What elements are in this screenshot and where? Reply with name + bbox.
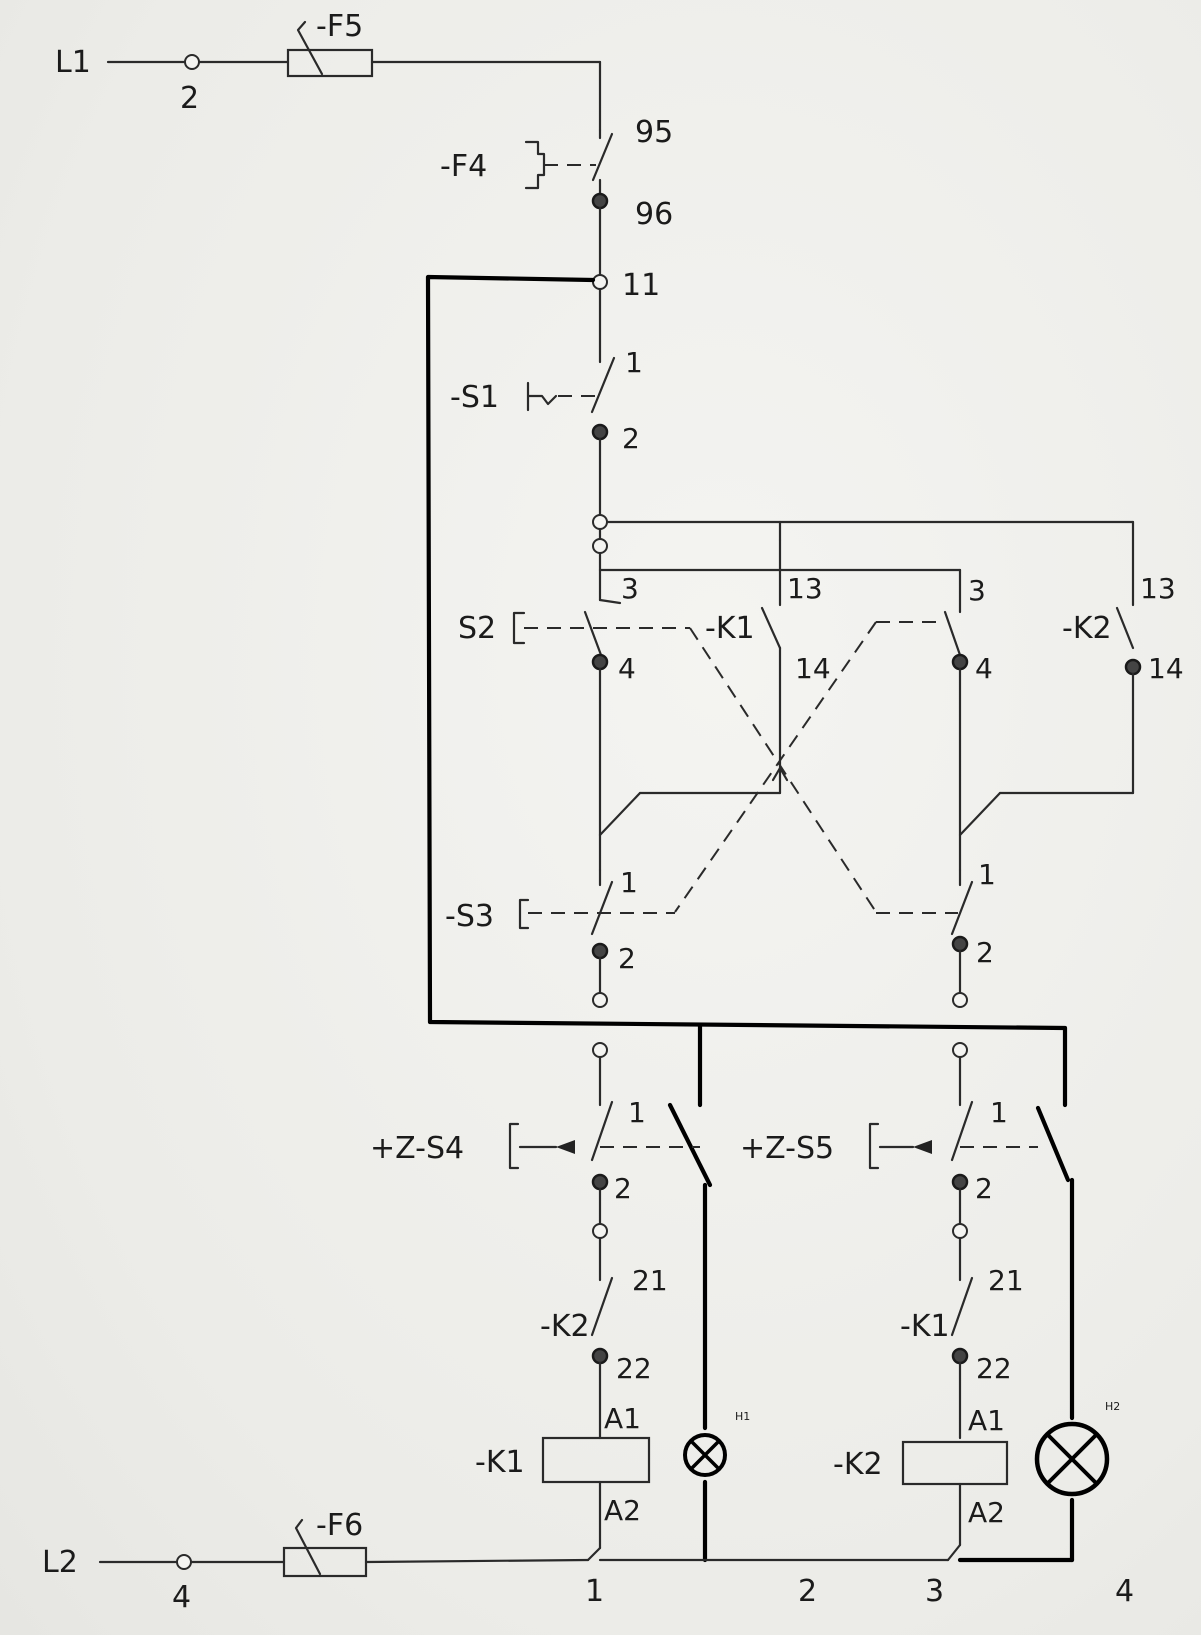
l2-return-line bbox=[98, 1518, 950, 1578]
l1-terminal-label: 2 bbox=[180, 81, 199, 116]
terminal-s3b-2: 2 bbox=[976, 936, 994, 969]
k1-holding-label: -K1 bbox=[705, 611, 755, 646]
limit-s5-label: +Z-S5 bbox=[740, 1131, 834, 1166]
terminal-s4-2: 2 bbox=[614, 1172, 632, 1205]
k2-coil-label: -K2 bbox=[833, 1447, 883, 1482]
terminal-95: 95 bbox=[635, 115, 673, 150]
l1-supply-line bbox=[106, 54, 290, 70]
bottom-terminal-1: 1 bbox=[585, 1574, 604, 1609]
l2-terminal-label: 4 bbox=[172, 1580, 191, 1615]
k2-interlock-label: -K2 bbox=[540, 1309, 590, 1344]
indicator-lamp-h1 bbox=[683, 1433, 727, 1477]
l1-label: L1 bbox=[55, 45, 91, 80]
k1-interlock-label: -K1 bbox=[900, 1309, 950, 1344]
terminal-s1-2: 2 bbox=[622, 422, 640, 455]
fuse-f6-label: -F6 bbox=[316, 1508, 363, 1543]
k2-coil bbox=[901, 1440, 1009, 1562]
node-11 bbox=[592, 274, 608, 290]
terminal-s5-2: 2 bbox=[975, 1172, 993, 1205]
k1-coil-label: -K1 bbox=[475, 1445, 525, 1480]
lamp-h1-label: H1 bbox=[735, 1410, 750, 1423]
overload-f4-label: -F4 bbox=[440, 149, 487, 184]
terminal-k1-21: 21 bbox=[988, 1264, 1024, 1297]
bottom-terminal-2: 2 bbox=[798, 1574, 817, 1609]
k2-holding-contact bbox=[958, 606, 1142, 837]
control-supply-bus bbox=[592, 514, 1135, 614]
limit-switch-s5 bbox=[868, 1042, 1038, 1239]
terminal-s2-4: 4 bbox=[618, 652, 636, 685]
terminal-s4-1: 1 bbox=[628, 1096, 646, 1129]
terminal-k2-21: 21 bbox=[632, 1264, 668, 1297]
bottom-terminal-3: 3 bbox=[925, 1574, 944, 1609]
fuse-f5 bbox=[286, 20, 602, 132]
terminal-k2-a2: A2 bbox=[968, 1496, 1005, 1529]
stop-button-s1 bbox=[526, 287, 616, 517]
lamp-h2-label: H2 bbox=[1105, 1400, 1120, 1413]
start-s3-label: -S3 bbox=[445, 899, 494, 934]
indicator-lamp-h2 bbox=[1034, 1421, 1110, 1497]
terminal-k2-a1: A1 bbox=[968, 1404, 1005, 1437]
terminal-k1-14: 14 bbox=[795, 652, 831, 685]
terminal-96: 96 bbox=[635, 197, 673, 232]
fuse-f5-label: -F5 bbox=[316, 9, 363, 44]
mechanical-interlock-dashes bbox=[674, 621, 877, 913]
terminal-k2-14: 14 bbox=[1148, 652, 1184, 685]
bottom-terminal-4: 4 bbox=[1115, 1574, 1134, 1609]
terminal-k1-a1: A1 bbox=[604, 1402, 641, 1435]
limit-switch-s4 bbox=[508, 1042, 700, 1239]
terminal-s2-3: 3 bbox=[621, 572, 639, 605]
terminal-k1-22: 22 bbox=[976, 1352, 1012, 1385]
terminal-k1-a2: A2 bbox=[604, 1494, 641, 1527]
terminal-k2-22: 22 bbox=[616, 1352, 652, 1385]
k1-coil bbox=[541, 1436, 651, 1550]
overload-contact-f4 bbox=[524, 128, 614, 277]
added-lamp-wiring bbox=[425, 274, 1075, 1563]
k2-holding-label: -K2 bbox=[1062, 611, 1112, 646]
start-button-s2 bbox=[512, 568, 690, 872]
terminal-s3-1: 1 bbox=[620, 866, 638, 899]
stop-s1-label: -S1 bbox=[450, 380, 499, 415]
k1-holding-contact bbox=[598, 606, 789, 837]
start-s2-label: S2 bbox=[458, 611, 496, 646]
terminal-s2b-3: 3 bbox=[968, 574, 986, 607]
terminal-s3-2: 2 bbox=[618, 942, 636, 975]
k2-interlock-contact bbox=[590, 1236, 614, 1440]
terminal-11: 11 bbox=[622, 268, 660, 303]
l2-label: L2 bbox=[42, 1545, 78, 1580]
k1-interlock-contact bbox=[950, 1236, 974, 1440]
terminal-k2-13: 13 bbox=[1140, 572, 1176, 605]
terminal-s3b-1: 1 bbox=[978, 858, 996, 891]
limit-s4-label: +Z-S4 bbox=[370, 1131, 464, 1166]
terminal-s1-1: 1 bbox=[625, 346, 643, 379]
terminal-s5-1: 1 bbox=[990, 1096, 1008, 1129]
start-button-s3 bbox=[518, 868, 675, 1008]
start-button-s3-reverse-contact bbox=[876, 868, 974, 1008]
start-button-s2-reverse-contact bbox=[876, 610, 969, 872]
terminal-k1-13: 13 bbox=[787, 572, 823, 605]
terminal-s2b-4: 4 bbox=[975, 652, 993, 685]
